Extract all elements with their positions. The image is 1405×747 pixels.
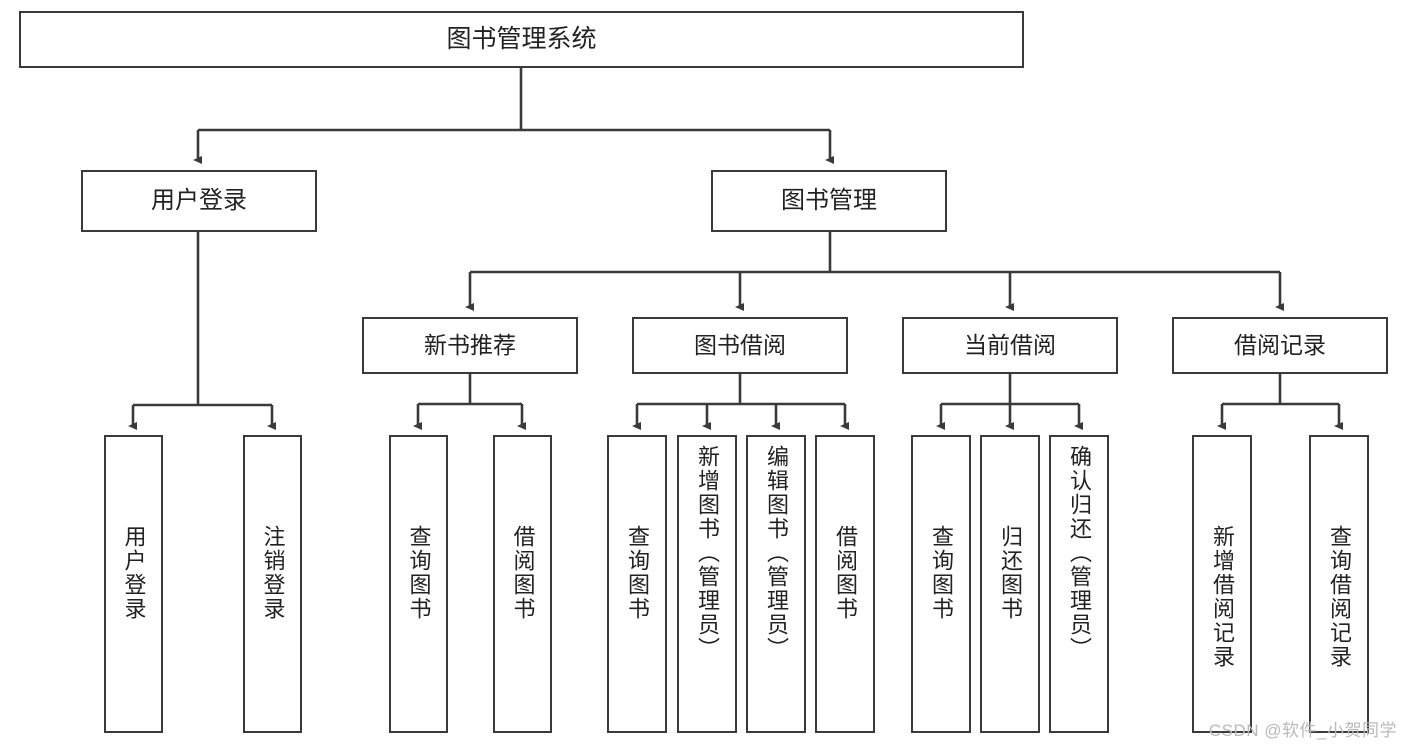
node-leaf-query-record[interactable]: 查询借阅记录 bbox=[1309, 435, 1369, 733]
node-leaf-add-book[interactable]: 新增图书（管理员） bbox=[677, 435, 737, 733]
node-leaf-add-record[interactable]: 新增借阅记录 bbox=[1192, 435, 1252, 733]
node-current-borrow-label: 当前借阅 bbox=[964, 331, 1056, 358]
node-leaf-logout-login[interactable]: 注销登录 bbox=[243, 435, 302, 733]
node-current-borrow[interactable]: 当前借阅 bbox=[902, 317, 1118, 374]
node-leaf-return-book[interactable]: 归还图书 bbox=[980, 435, 1040, 733]
node-leaf-edit-book[interactable]: 编辑图书（管理员） bbox=[746, 435, 806, 733]
node-leaf-add-book-label: 新增图书（管理员） bbox=[695, 445, 720, 661]
node-root[interactable]: 图书管理系统 bbox=[19, 11, 1024, 68]
node-leaf-query-book-3-label: 查询图书 bbox=[929, 525, 954, 621]
node-leaf-confirm-return[interactable]: 确认归还（管理员） bbox=[1049, 435, 1109, 733]
node-leaf-edit-book-label: 编辑图书（管理员） bbox=[764, 445, 789, 661]
node-leaf-borrow-book-1[interactable]: 借阅图书 bbox=[493, 435, 552, 733]
node-leaf-borrow-book-1-label: 借阅图书 bbox=[510, 525, 536, 621]
node-leaf-query-book-3[interactable]: 查询图书 bbox=[911, 435, 971, 733]
node-root-label: 图书管理系统 bbox=[446, 24, 597, 53]
watermark: CSDN @软件_小贺同学 bbox=[1208, 721, 1397, 740]
node-new-book-recommend-label: 新书推荐 bbox=[424, 331, 516, 358]
node-user-login[interactable]: 用户登录 bbox=[81, 170, 317, 232]
node-leaf-query-record-label: 查询借阅记录 bbox=[1327, 525, 1352, 669]
node-leaf-query-book-2[interactable]: 查询图书 bbox=[607, 435, 667, 733]
node-book-manage-label: 图书管理 bbox=[781, 186, 877, 214]
node-leaf-logout-login-label: 注销登录 bbox=[260, 525, 286, 621]
node-leaf-query-book-2-label: 查询图书 bbox=[625, 525, 650, 621]
node-leaf-add-record-label: 新增借阅记录 bbox=[1210, 525, 1235, 669]
node-leaf-query-book-1[interactable]: 查询图书 bbox=[389, 435, 448, 733]
node-leaf-user-login[interactable]: 用户登录 bbox=[104, 435, 163, 733]
node-borrow-record[interactable]: 借阅记录 bbox=[1172, 317, 1388, 374]
node-leaf-borrow-book-2-label: 借阅图书 bbox=[833, 525, 858, 621]
node-new-book-recommend[interactable]: 新书推荐 bbox=[362, 317, 578, 374]
node-leaf-confirm-return-label: 确认归还（管理员） bbox=[1067, 445, 1092, 661]
node-borrow-record-label: 借阅记录 bbox=[1234, 331, 1326, 358]
node-book-manage[interactable]: 图书管理 bbox=[711, 170, 947, 232]
node-book-borrow[interactable]: 图书借阅 bbox=[632, 317, 848, 374]
node-book-borrow-label: 图书借阅 bbox=[694, 331, 786, 358]
node-leaf-query-book-1-label: 查询图书 bbox=[406, 525, 432, 621]
node-user-login-label: 用户登录 bbox=[151, 186, 247, 214]
node-leaf-return-book-label: 归还图书 bbox=[998, 525, 1023, 621]
node-leaf-borrow-book-2[interactable]: 借阅图书 bbox=[815, 435, 875, 733]
node-leaf-user-login-label: 用户登录 bbox=[121, 525, 147, 621]
